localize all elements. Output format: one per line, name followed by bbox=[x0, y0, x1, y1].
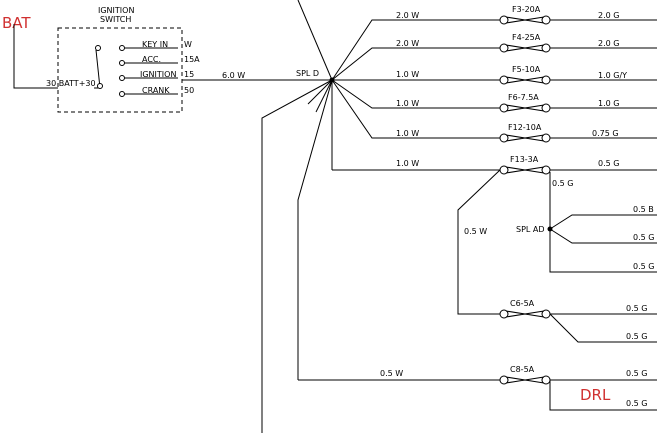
svg-text:1.0 G: 1.0 G bbox=[598, 99, 619, 108]
svg-text:1.0 G/Y: 1.0 G/Y bbox=[598, 71, 627, 80]
svg-text:F5-10A: F5-10A bbox=[512, 65, 541, 74]
fuse-row-f12: 1.0 W F12-10A 0.75 G bbox=[331, 79, 657, 143]
svg-text:0.5 G: 0.5 G bbox=[626, 369, 647, 378]
spl-ad-out-1-label: 0.5 B bbox=[633, 205, 654, 214]
svg-text:0.5 G: 0.5 G bbox=[626, 399, 647, 408]
svg-text:0.5 G: 0.5 G bbox=[626, 332, 647, 341]
f13-down-label: 0.5 G bbox=[552, 179, 573, 188]
battery-wire bbox=[13, 24, 58, 89]
svg-text:F6-7.5A: F6-7.5A bbox=[508, 93, 539, 102]
ignition-switch-box bbox=[57, 27, 183, 113]
svg-text:0.5 G: 0.5 G bbox=[626, 304, 647, 313]
branch-wire-label: 0.5 W bbox=[464, 227, 487, 236]
spl-ad-out-2 bbox=[549, 228, 657, 244]
switch-input-label: 30 BATT+30 bbox=[46, 79, 96, 88]
fuse-row-f5: 1.0 W F5-10A 1.0 G/Y bbox=[332, 65, 657, 85]
f13-down-wire bbox=[549, 172, 657, 273]
spl-ad-out-3-label: 0.5 G bbox=[633, 262, 654, 271]
svg-text:F4-25A: F4-25A bbox=[512, 33, 541, 42]
spl-ad-label: SPL AD bbox=[516, 225, 545, 234]
spl-ad-out-1 bbox=[549, 214, 657, 230]
svg-text:C6-5A: C6-5A bbox=[510, 299, 535, 308]
svg-text:CRANK: CRANK bbox=[142, 86, 170, 95]
svg-text:0.5 W: 0.5 W bbox=[380, 369, 403, 378]
svg-text:W: W bbox=[184, 40, 192, 49]
svg-text:F12-10A: F12-10A bbox=[508, 123, 542, 132]
switch-position-crank: CRANK 50 bbox=[119, 86, 194, 97]
svg-text:50: 50 bbox=[184, 86, 194, 95]
switch-position-key-in: KEY IN W bbox=[119, 40, 192, 51]
svg-text:0.5 G: 0.5 G bbox=[598, 159, 619, 168]
switch-title-2: SWITCH bbox=[100, 15, 131, 24]
switch-lever bbox=[95, 49, 101, 89]
fuse-c6: C6-5A 0.5 G 0.5 G bbox=[499, 299, 657, 343]
bat-annotation: BAT bbox=[2, 14, 31, 32]
svg-text:KEY IN: KEY IN bbox=[142, 40, 168, 49]
svg-text:1.0 W: 1.0 W bbox=[396, 70, 419, 79]
switch-position-ignition: IGNITION 15 bbox=[119, 70, 194, 81]
fuse-c8: 0.5 W C8-5A 0.5 G 0.5 G bbox=[298, 365, 657, 411]
svg-text:ACC.: ACC. bbox=[142, 55, 161, 64]
fuse-row-f3: 2.0 W F3-20A 2.0 G bbox=[331, 5, 657, 81]
svg-text:F13-3A: F13-3A bbox=[510, 155, 539, 164]
spl-ad-out-2-label: 0.5 G bbox=[633, 233, 654, 242]
svg-text:IGNITION: IGNITION bbox=[140, 70, 176, 79]
spl-d-label: SPL D bbox=[296, 69, 319, 78]
fuse-row-f13: 1.0 W F13-3A 0.5 G bbox=[332, 155, 657, 175]
svg-text:2.0 G: 2.0 G bbox=[598, 11, 619, 20]
main-wire-label: 6.0 W bbox=[222, 71, 245, 80]
switch-title-1: IGNITION bbox=[98, 6, 134, 15]
svg-text:2.0 W: 2.0 W bbox=[396, 11, 419, 20]
switch-position-acc: ACC. 15A bbox=[119, 55, 200, 66]
svg-text:15A: 15A bbox=[184, 55, 200, 64]
lever-pivot bbox=[95, 45, 101, 51]
svg-text:2.0 G: 2.0 G bbox=[598, 39, 619, 48]
branch-wire-05w bbox=[457, 169, 501, 315]
svg-text:15: 15 bbox=[184, 70, 194, 79]
fuse-row-f6: 1.0 W F6-7.5A 1.0 G bbox=[331, 79, 657, 113]
svg-text:1.0 W: 1.0 W bbox=[396, 129, 419, 138]
svg-text:C8-5A: C8-5A bbox=[510, 365, 535, 374]
svg-text:1.0 W: 1.0 W bbox=[396, 159, 419, 168]
drl-annotation: DRL bbox=[580, 386, 611, 404]
fuse-row-f4: 2.0 W F4-25A 2.0 G bbox=[331, 33, 657, 81]
lever-base bbox=[97, 83, 103, 89]
svg-text:2.0 W: 2.0 W bbox=[396, 39, 419, 48]
spl-d-star bbox=[261, 0, 333, 433]
svg-text:1.0 W: 1.0 W bbox=[396, 99, 419, 108]
svg-text:F3-20A: F3-20A bbox=[512, 5, 541, 14]
svg-text:0.75 G: 0.75 G bbox=[592, 129, 619, 138]
